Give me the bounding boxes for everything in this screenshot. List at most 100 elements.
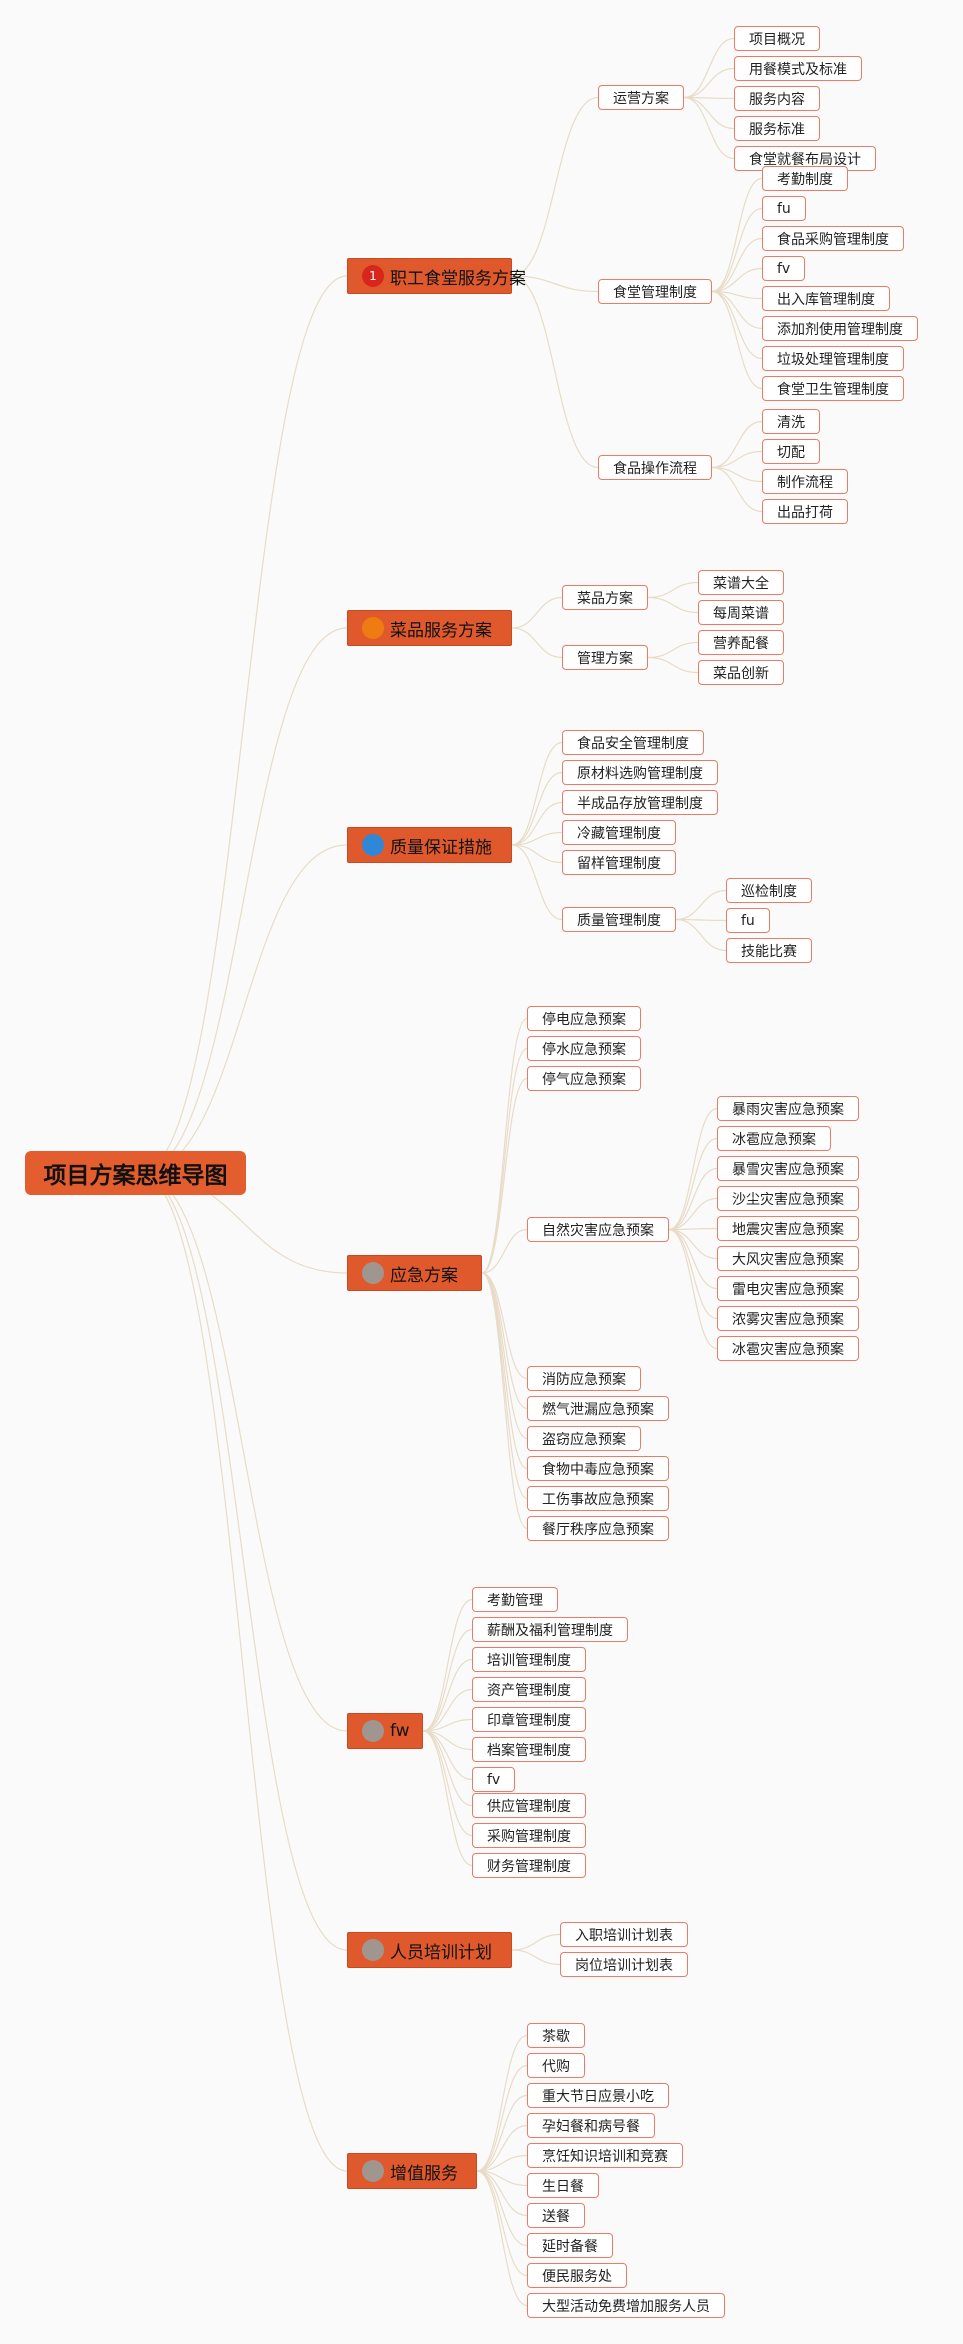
leaf-2-2-1[interactable]: 营养配餐 [698,630,784,655]
sub-node-5-9[interactable]: 采购管理制度 [472,1823,586,1848]
branch-2[interactable]: 菜品服务方案 [347,610,512,646]
branch-7[interactable]: 增值服务 [347,2153,477,2189]
leaf-1-2-7[interactable]: 垃圾处理管理制度 [762,346,904,371]
sub-node-3-4[interactable]: 冷藏管理制度 [562,820,676,845]
sub-node-4-10[interactable]: 餐厅秩序应急预案 [527,1516,669,1541]
leaf-1-2-4-label: fv [777,260,791,277]
sub-node-5-8-label: 供应管理制度 [487,1798,571,1815]
sub-node-5-10-label: 财务管理制度 [487,1858,571,1875]
leaf-1-1-3[interactable]: 服务内容 [734,86,820,111]
leaf-2-2-2[interactable]: 菜品创新 [698,660,784,685]
leaf-1-3-3-label: 制作流程 [777,474,833,491]
sub-node-5-3[interactable]: 培训管理制度 [472,1647,586,1672]
sub-node-7-3[interactable]: 重大节日应景小吃 [527,2083,669,2108]
sub-node-2-2[interactable]: 管理方案 [562,645,648,670]
link-branch-5-to-sub-4 [422,1688,473,1732]
leaf-1-1-4[interactable]: 服务标准 [734,116,820,141]
sub-node-7-7[interactable]: 送餐 [527,2203,585,2228]
sub-node-3-2[interactable]: 原材料选购管理制度 [562,760,718,785]
sub-node-5-10[interactable]: 财务管理制度 [472,1853,586,1878]
leaf-1-2-2[interactable]: fu [762,196,806,221]
branch-4[interactable]: 应急方案 [347,1255,482,1291]
leaf-1-2-6[interactable]: 添加剂使用管理制度 [762,316,918,341]
sub-node-4-5-label: 消防应急预案 [542,1371,626,1388]
leaf-3-6-1[interactable]: 巡检制度 [726,878,812,903]
sub-node-2-1[interactable]: 菜品方案 [562,585,648,610]
leaf-3-6-3[interactable]: 技能比赛 [726,938,812,963]
sub-node-7-9[interactable]: 便民服务处 [527,2263,627,2288]
sub-node-3-5[interactable]: 留样管理制度 [562,850,676,875]
sub-node-7-4[interactable]: 孕妇餐和病号餐 [527,2113,655,2138]
leaf-1-2-8[interactable]: 食堂卫生管理制度 [762,376,904,401]
leaf-2-1-1-label: 菜谱大全 [713,575,769,592]
leaf-4-4-2[interactable]: 冰雹应急预案 [717,1126,831,1151]
leaf-4-4-1[interactable]: 暴雨灾害应急预案 [717,1096,859,1121]
leaf-1-3-3[interactable]: 制作流程 [762,469,848,494]
leaf-2-1-2[interactable]: 每周菜谱 [698,600,784,625]
sub-node-7-7-label: 送餐 [542,2208,570,2225]
sub-node-3-1[interactable]: 食品安全管理制度 [562,730,704,755]
link-sub-4-4-to-leaf-8 [668,1228,718,1320]
sub-node-5-8[interactable]: 供应管理制度 [472,1793,586,1818]
sub-node-4-6[interactable]: 燃气泄漏应急预案 [527,1396,669,1421]
sub-node-1-1[interactable]: 运营方案 [598,85,684,110]
leaf-4-4-9[interactable]: 冰雹灾害应急预案 [717,1336,859,1361]
sub-node-7-6[interactable]: 生日餐 [527,2173,599,2198]
leaf-4-4-8[interactable]: 浓雾灾害应急预案 [717,1306,859,1331]
sub-node-6-1[interactable]: 入职培训计划表 [560,1922,688,1947]
branch-3[interactable]: 质量保证措施 [347,827,512,863]
sub-node-7-5[interactable]: 烹饪知识培训和竞赛 [527,2143,683,2168]
sub-node-4-1-label: 停电应急预案 [542,1011,626,1028]
leaf-2-1-1[interactable]: 菜谱大全 [698,570,784,595]
sub-node-4-1[interactable]: 停电应急预案 [527,1006,641,1031]
sub-node-5-6[interactable]: 档案管理制度 [472,1737,586,1762]
branch-5[interactable]: fw [347,1713,423,1749]
sub-node-4-9[interactable]: 工伤事故应急预案 [527,1486,669,1511]
leaf-1-3-4[interactable]: 出品打荷 [762,499,848,524]
sub-node-6-2[interactable]: 岗位培训计划表 [560,1952,688,1977]
sub-node-4-4[interactable]: 自然灾害应急预案 [527,1217,669,1242]
leaf-1-1-1[interactable]: 项目概况 [734,26,820,51]
sub-node-5-4[interactable]: 资产管理制度 [472,1677,586,1702]
branch-6[interactable]: 人员培训计划 [347,1932,512,1968]
sub-node-7-1[interactable]: 茶歇 [527,2023,585,2048]
leaf-1-2-5[interactable]: 出入库管理制度 [762,286,890,311]
sub-node-4-5[interactable]: 消防应急预案 [527,1366,641,1391]
leaf-1-2-1[interactable]: 考勤制度 [762,166,848,191]
leaf-4-4-5[interactable]: 地震灾害应急预案 [717,1216,859,1241]
sub-node-7-8-label: 延时备餐 [542,2238,598,2255]
branch-6-label: 人员培训计划 [390,1942,492,1963]
sub-node-5-5[interactable]: 印章管理制度 [472,1707,586,1732]
sub-node-4-2[interactable]: 停水应急预案 [527,1036,641,1061]
sub-node-5-7[interactable]: fv [472,1767,516,1792]
link-branch-7-to-sub-9 [476,2170,528,2277]
sub-node-5-6-label: 档案管理制度 [487,1742,571,1759]
leaf-4-4-6[interactable]: 大风灾害应急预案 [717,1246,859,1271]
leaf-4-4-3[interactable]: 暴雪灾害应急预案 [717,1156,859,1181]
leaf-1-3-2[interactable]: 切配 [762,439,820,464]
sub-node-3-6[interactable]: 质量管理制度 [562,907,676,932]
link-sub-2-2-to-leaf-1 [647,641,699,659]
sub-node-4-8[interactable]: 食物中毒应急预案 [527,1456,669,1481]
sub-node-4-3[interactable]: 停气应急预案 [527,1066,641,1091]
leaf-4-4-4[interactable]: 沙尘灾害应急预案 [717,1186,859,1211]
leaf-1-2-3[interactable]: 食品采购管理制度 [762,226,904,251]
root-title[interactable]: 项目方案思维导图 [25,1151,246,1195]
sub-node-5-1[interactable]: 考勤管理 [472,1587,558,1612]
leaf-1-3-1[interactable]: 清洗 [762,409,820,434]
sub-node-7-2[interactable]: 代购 [527,2053,585,2078]
leaf-4-4-7[interactable]: 雷电灾害应急预案 [717,1276,859,1301]
sub-node-1-2[interactable]: 食堂管理制度 [598,279,712,304]
leaf-1-2-4[interactable]: fv [762,256,806,281]
leaf-1-1-5[interactable]: 食堂就餐布局设计 [734,146,876,171]
sub-node-3-3[interactable]: 半成品存放管理制度 [562,790,718,815]
leaf-3-6-2[interactable]: fu [726,908,770,933]
sub-node-7-8[interactable]: 延时备餐 [527,2233,613,2258]
sub-node-4-7[interactable]: 盗窃应急预案 [527,1426,641,1451]
sub-node-7-10[interactable]: 大型活动免费增加服务人员 [527,2293,725,2318]
sub-node-1-3[interactable]: 食品操作流程 [598,455,712,480]
blue-dot-icon [362,834,384,856]
leaf-1-1-2[interactable]: 用餐模式及标准 [734,56,862,81]
sub-node-5-2[interactable]: 薪酬及福利管理制度 [472,1617,628,1642]
